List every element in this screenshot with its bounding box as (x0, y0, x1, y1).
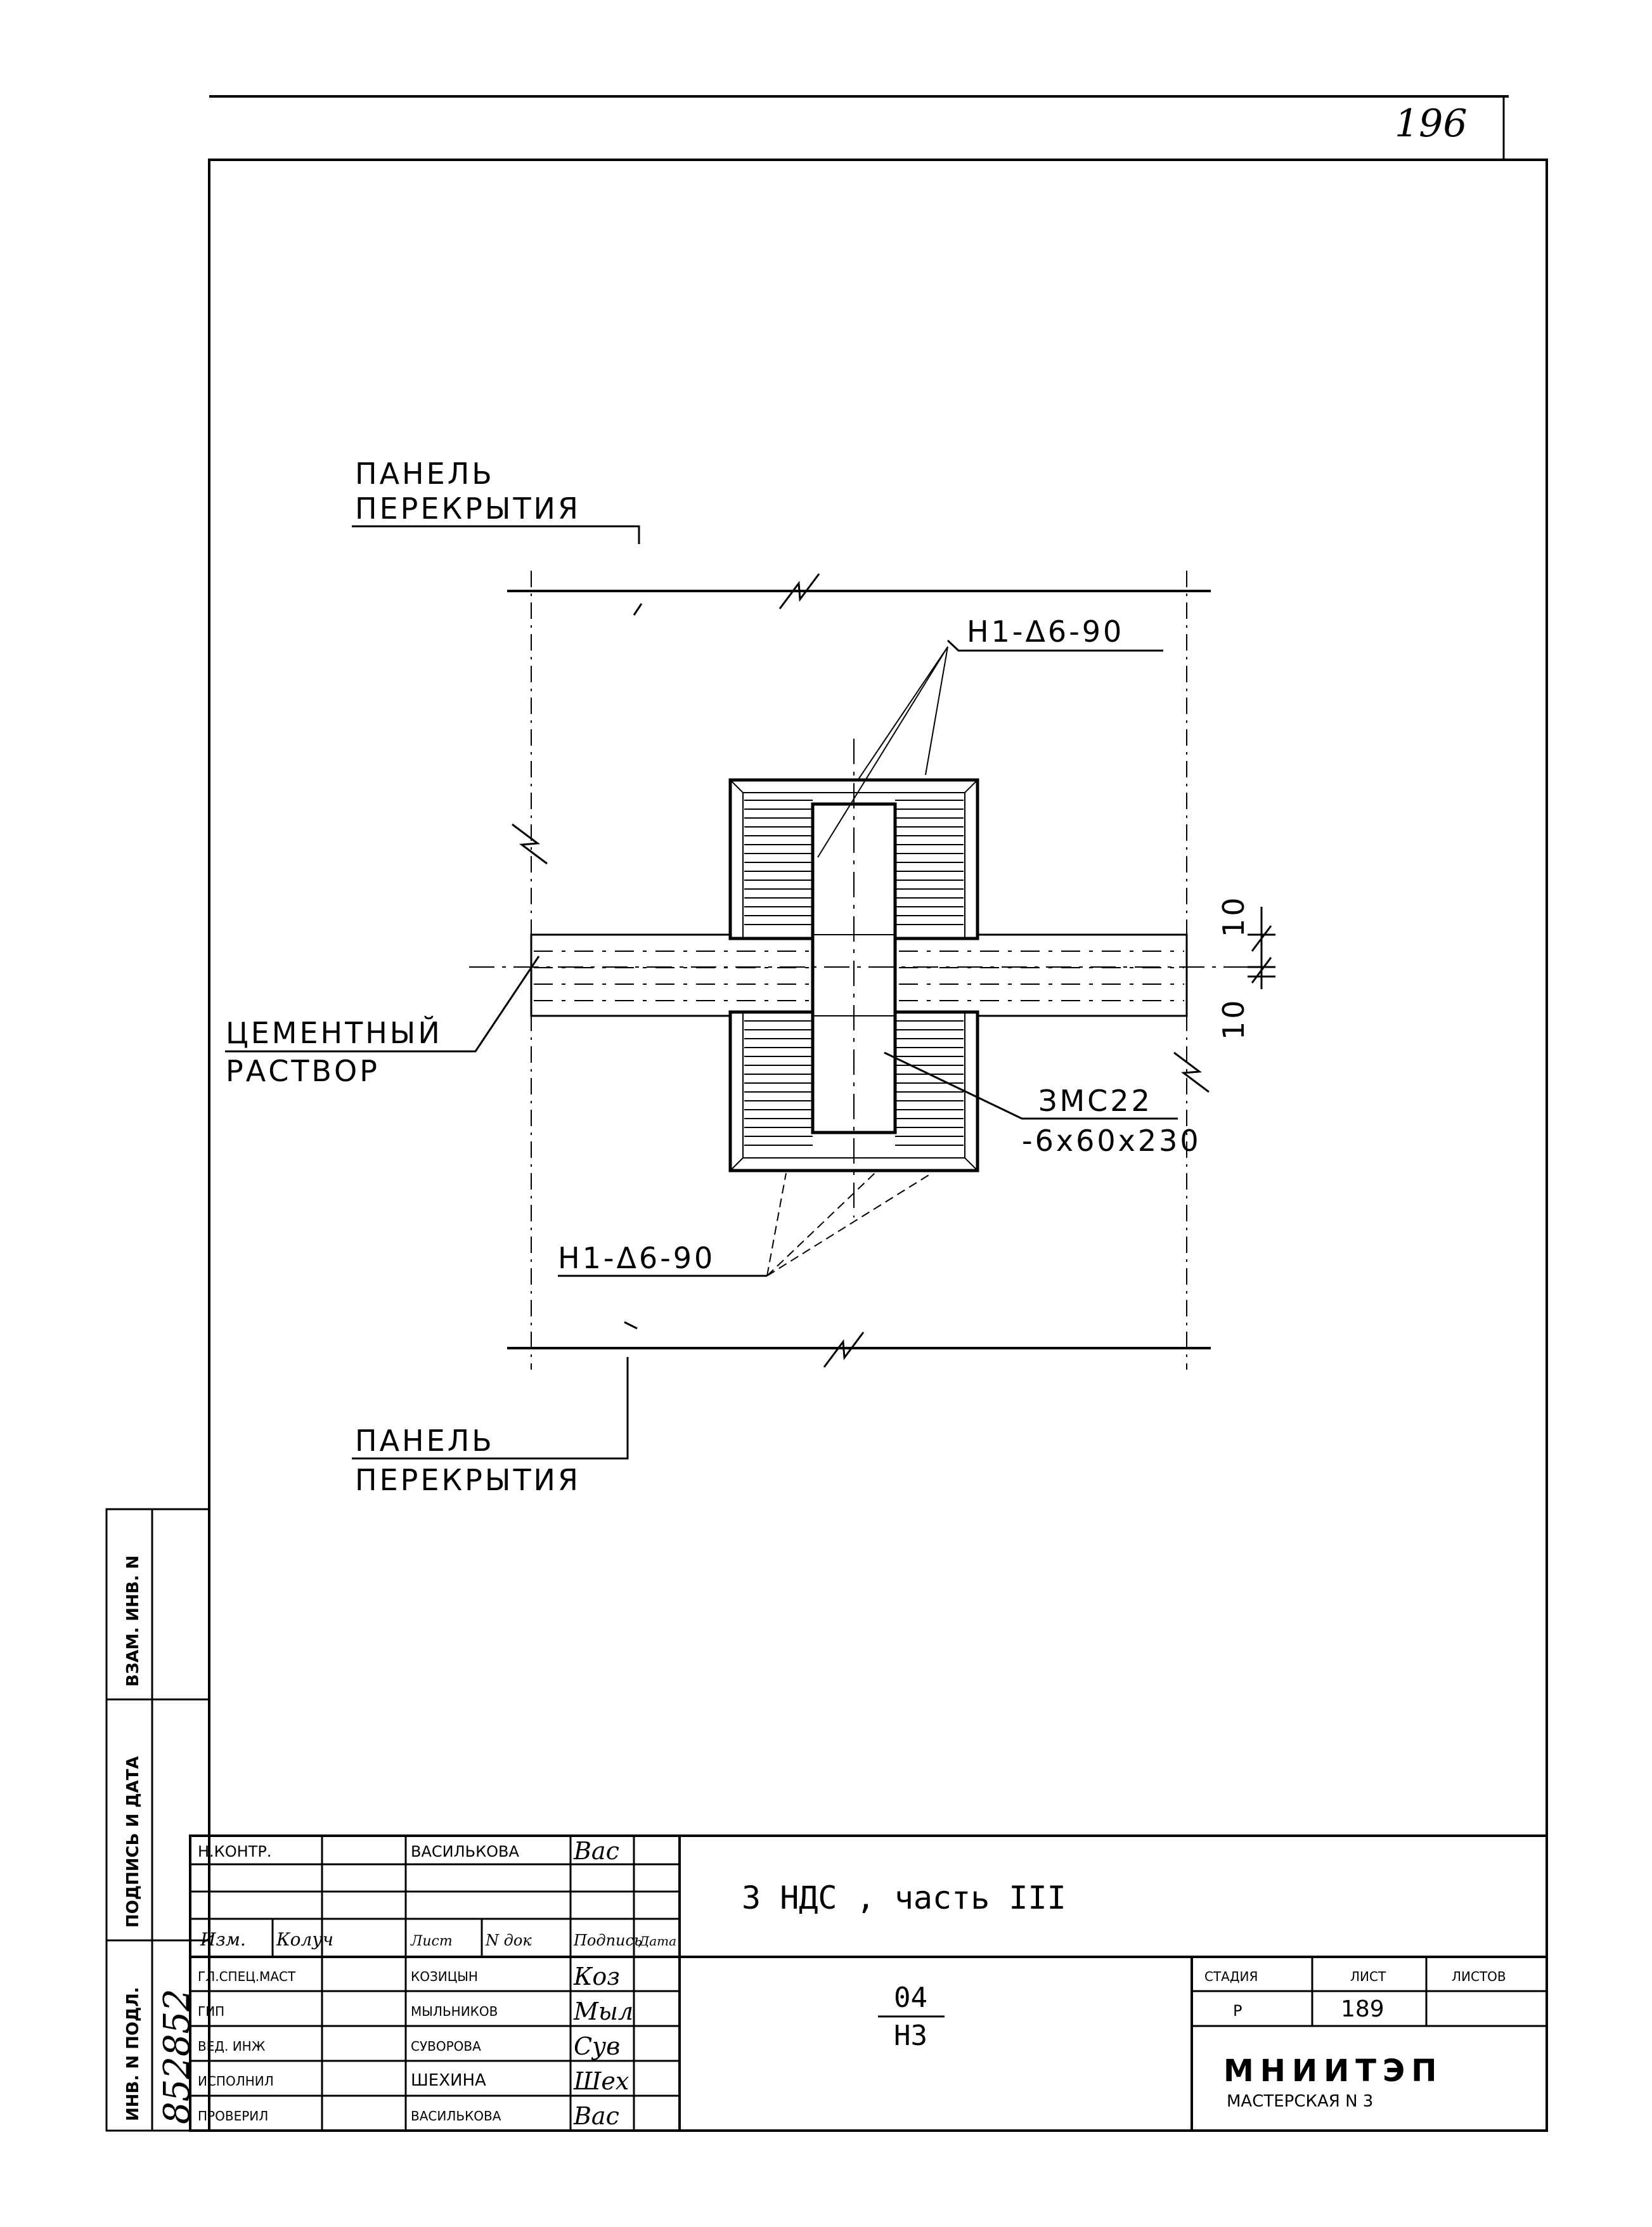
stage-label: СТАДИЯ (1204, 1969, 1258, 1984)
row-role: ГИП (198, 2004, 224, 2019)
signature: Коз (573, 1963, 620, 1990)
norm-control-name: ВАСИЛЬКОВА (411, 1843, 520, 1860)
leader-panel-top (352, 525, 640, 544)
header-podpis: Подпись (573, 1932, 642, 1949)
sheet-value: 189 (1341, 1996, 1384, 2022)
project-title: 3 НДС , часть III (742, 1880, 1066, 1916)
break-symbol-top (778, 573, 820, 609)
drawing-labels: ПАНЕЛЬ ПЕРЕКРЫТИЯ Н1-Δ6-90 ЦЕМЕНТНЫЙ РАС… (226, 457, 1251, 1497)
label-panel-top-line1: ПАНЕЛЬ (355, 457, 494, 491)
row-role: ВЕД. ИНЖ (198, 2039, 266, 2054)
leader-mortar (225, 956, 540, 1053)
signature: Шех (573, 2067, 629, 2095)
leader-panel-bottom (352, 1357, 629, 1460)
break-symbol-left (512, 823, 548, 865)
label-panel-bottom-line2: ПЕРЕКРЫТИЯ (355, 1463, 581, 1497)
header-izm: Изм. (200, 1929, 246, 1950)
label-anchor-top: Н1-Δ6-90 (967, 614, 1124, 649)
leader-anchor-top (946, 639, 1163, 652)
side-stamp-inv-number: 852852 (157, 1989, 198, 2124)
side-stamp-inv-orig: ИНВ. N ПОДЛ. (124, 1987, 143, 2121)
document-code-top: 04 (894, 1982, 927, 2014)
title-block (189, 1834, 1548, 2132)
signature: Сув (574, 2032, 620, 2060)
document-code-bottom: Н3 (894, 2020, 927, 2052)
label-plate-mark: ЗМС22 (1038, 1084, 1152, 1118)
norm-control-signature: Вас (573, 1837, 619, 1865)
break-symbol-bottom (823, 1332, 865, 1368)
side-stamp: ИНВ. N ПОДЛ. ПОДПИСЬ И ДАТА ВЗАМ. ИНВ. N… (105, 1508, 210, 2132)
label-plate-size: -6x60x230 (1022, 1124, 1201, 1158)
sheet-label: ЛИСТ (1350, 1969, 1386, 1984)
organization-workshop: МАСТЕРСКАЯ N 3 (1227, 2092, 1373, 2111)
row-name: ШЕХИНА (411, 2071, 486, 2090)
side-stamp-replaces-inv: ВЗАМ. ИНВ. N (124, 1555, 143, 1687)
label-anchor-bottom: Н1-Δ6-90 (558, 1241, 715, 1275)
sheets-label: ЛИСТОВ (1452, 1969, 1506, 1984)
leader-plate (884, 1051, 1178, 1120)
header-ndoc: N док (485, 1932, 532, 1949)
signature: Вас (573, 2102, 619, 2130)
row-role: ГЛ.СПЕЦ.МАСТ (198, 1969, 296, 1984)
row-name: ВАСИЛЬКОВА (411, 2108, 501, 2124)
label-dimension-right: 10 (1216, 895, 1251, 937)
header-list: Лист (410, 1933, 453, 1949)
label-panel-top-line2: ПЕРЕКРЫТИЯ (355, 491, 581, 526)
break-symbol-right (1173, 1051, 1210, 1093)
organization-name: МНИИТЭП (1223, 2053, 1443, 2089)
row-role: ИСПОЛНИЛ (198, 2074, 274, 2089)
plate-hatching (744, 800, 964, 1146)
row-name: МЫЛЬНИКОВ (411, 2004, 498, 2019)
side-stamp-signature-date: ПОДПИСЬ И ДАТА (124, 1756, 143, 1928)
joint-detail (225, 525, 1275, 1460)
label-mortar-line2: РАСТВОР (226, 1054, 380, 1088)
row-name: КОЗИЦЫН (411, 1969, 478, 1984)
stage-value: Р (1233, 2002, 1242, 2020)
label-mortar-line1: ЦЕМЕНТНЫЙ (226, 1016, 442, 1050)
header-data: Дата (638, 1933, 676, 1949)
norm-control-role: Н.КОНТР. (198, 1843, 271, 1860)
row-name: СУВОРОВА (411, 2039, 481, 2054)
signature: Мыл (573, 1997, 633, 2025)
header-koluch: Колуч (276, 1929, 333, 1950)
label-dimension-left: 10 (1216, 997, 1251, 1040)
sheet-number: 196 (1395, 101, 1468, 146)
title-block-text: Н.КОНТР. ВАСИЛЬКОВА Вас Изм. Колуч Лист … (198, 1837, 1506, 2130)
label-panel-bottom-line1: ПАНЕЛЬ (355, 1424, 494, 1458)
row-role: ПРОВЕРИЛ (198, 2108, 268, 2124)
